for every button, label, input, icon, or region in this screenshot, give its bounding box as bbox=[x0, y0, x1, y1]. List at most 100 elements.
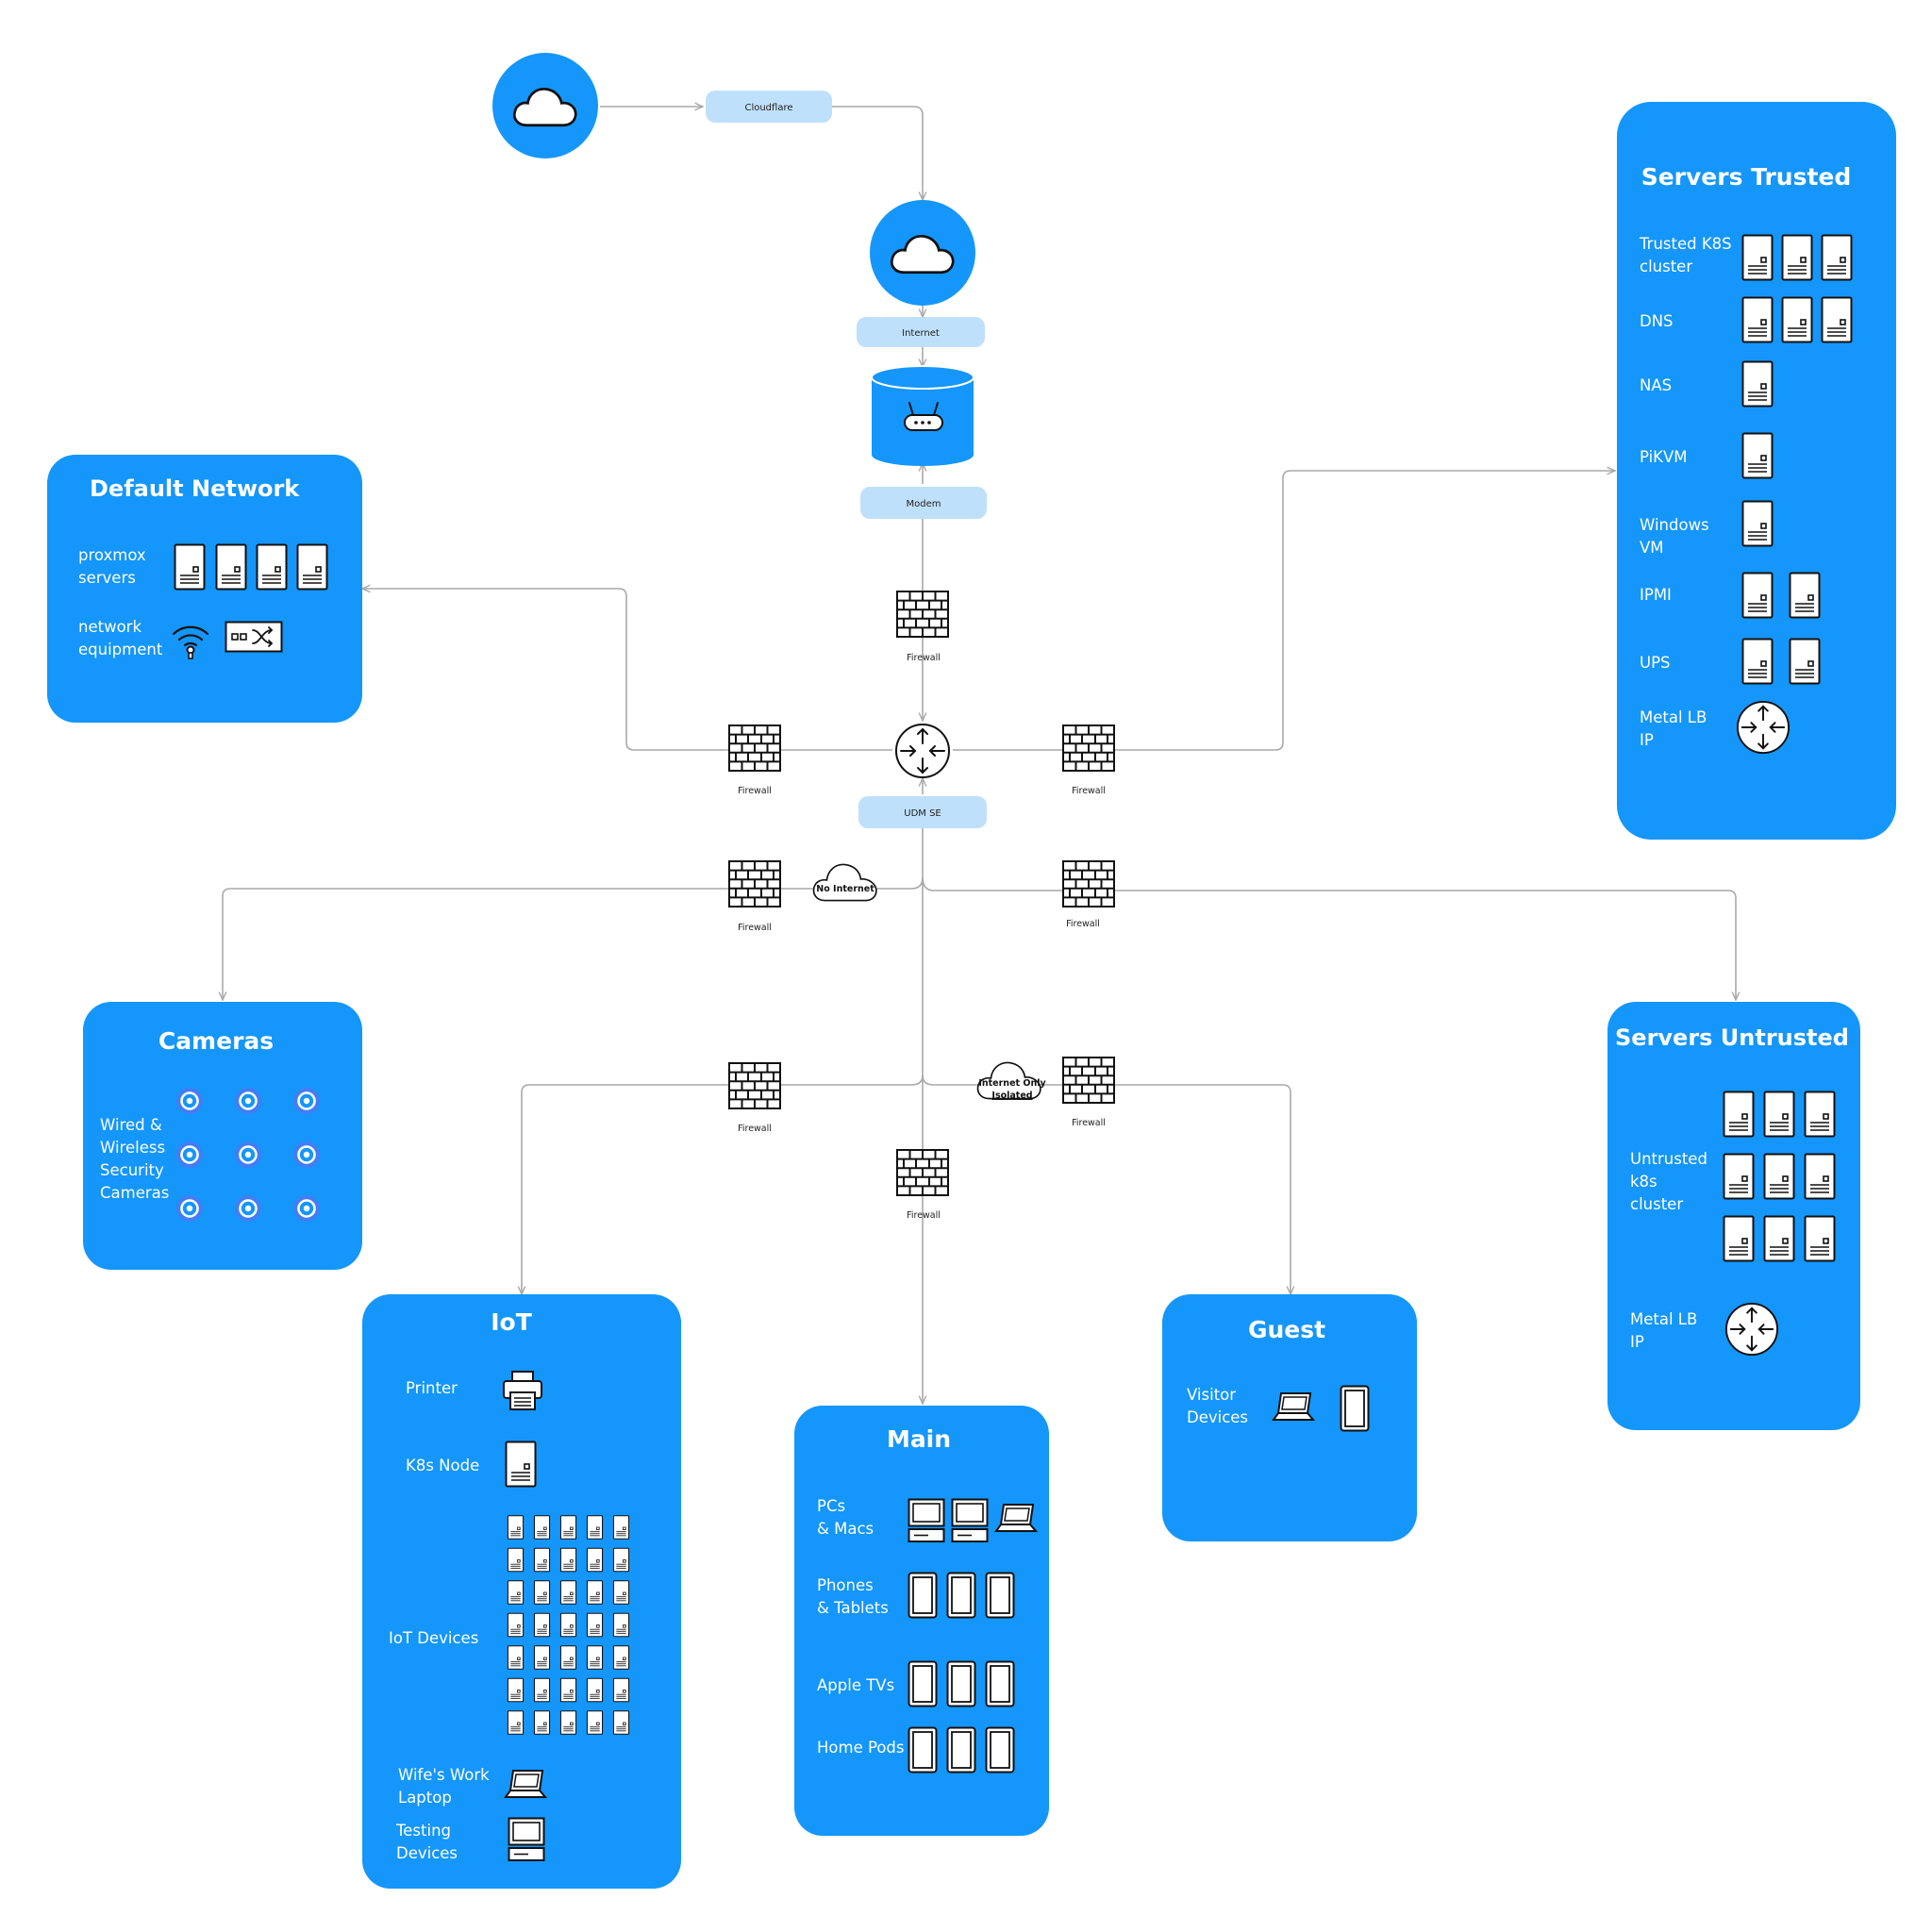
zone-title: Default Network bbox=[90, 475, 300, 502]
row-label: k8s bbox=[1630, 1173, 1657, 1191]
internet-only-label: Internet Only bbox=[978, 1078, 1046, 1089]
iot-device-icon bbox=[586, 1710, 604, 1735]
row-label: cluster bbox=[1630, 1195, 1683, 1213]
firewall-icon bbox=[1062, 860, 1115, 908]
zone-guest: Guest Visitor Devices bbox=[1162, 1294, 1417, 1541]
row-label: IP bbox=[1630, 1333, 1644, 1351]
server-icon bbox=[1821, 234, 1853, 281]
row-label: UPS bbox=[1640, 654, 1671, 672]
iot-device-icon bbox=[612, 1645, 630, 1670]
row-label: servers bbox=[78, 569, 136, 587]
row-label: Wife's Work bbox=[398, 1766, 490, 1784]
server-icon bbox=[1741, 432, 1774, 479]
row-label: VM bbox=[1640, 539, 1664, 557]
server-icon bbox=[256, 543, 288, 591]
iot-device-icon bbox=[612, 1612, 630, 1638]
tablet-icon bbox=[985, 1726, 1015, 1774]
row-label: IoT Devices bbox=[389, 1629, 478, 1647]
firewall-label: Firewall bbox=[907, 653, 941, 663]
cloudflare-pill: Cloudflare bbox=[706, 91, 832, 123]
firewall-icon bbox=[896, 1149, 949, 1196]
firewall-untrusted: Firewall bbox=[1062, 860, 1115, 929]
connectors bbox=[223, 107, 1736, 1404]
server-icon bbox=[1723, 1215, 1755, 1262]
firewall-trusted: Firewall bbox=[1062, 724, 1115, 796]
zone-servers-untrusted: Servers Untrusted Untrusted k8s cluster … bbox=[1607, 1002, 1860, 1430]
camera-icon bbox=[234, 1087, 262, 1115]
row-label: Phones bbox=[817, 1576, 874, 1594]
tablet-icon bbox=[946, 1660, 976, 1707]
server-icon bbox=[1804, 1091, 1836, 1138]
server-icon bbox=[1741, 572, 1774, 619]
tablet-icon bbox=[985, 1572, 1015, 1619]
internet-pill: Internet bbox=[857, 317, 985, 347]
iot-device-icon bbox=[533, 1580, 551, 1605]
tablet-icon bbox=[908, 1726, 938, 1774]
firewall-label: Firewall bbox=[1066, 919, 1100, 929]
iot-device-icon bbox=[559, 1580, 577, 1605]
tablet-icon bbox=[985, 1660, 1015, 1707]
server-icon bbox=[1821, 296, 1853, 343]
firewall-icon bbox=[728, 724, 781, 772]
tablet-icon bbox=[908, 1660, 938, 1707]
camera-icon bbox=[292, 1194, 321, 1223]
iot-device-icon bbox=[507, 1710, 525, 1735]
cloud-icon bbox=[812, 863, 877, 902]
modem-pill: Modem bbox=[860, 487, 987, 519]
router-icon bbox=[1736, 700, 1790, 755]
zone-servers-trusted: Servers Trusted Trusted K8S cluster DNS … bbox=[1617, 102, 1896, 840]
server-icon bbox=[1789, 638, 1821, 685]
link-to-untrusted bbox=[922, 876, 1736, 1000]
iot-device-icon bbox=[533, 1677, 551, 1703]
iot-device-icon bbox=[533, 1515, 551, 1540]
iot-device-icon bbox=[507, 1677, 525, 1703]
firewall-label: Firewall bbox=[738, 1124, 772, 1134]
camera-grid bbox=[175, 1087, 321, 1223]
camera-icon bbox=[234, 1141, 262, 1169]
row-label: DNS bbox=[1640, 312, 1674, 330]
modem-label: Modem bbox=[907, 499, 941, 509]
iot-device-icon bbox=[612, 1547, 630, 1573]
link-to-guest bbox=[922, 1074, 1291, 1294]
row-label: Windows bbox=[1640, 516, 1709, 534]
zone-default-network: Default Network proxmox servers network … bbox=[47, 455, 362, 723]
iot-device-icon bbox=[533, 1612, 551, 1638]
firewall-default: Firewall bbox=[728, 724, 781, 796]
iot-device-icon bbox=[533, 1547, 551, 1573]
server-icon bbox=[1763, 1091, 1795, 1138]
untrusted-server-grid bbox=[1723, 1091, 1836, 1262]
server-icon bbox=[1804, 1215, 1836, 1262]
desktop-icon bbox=[508, 1817, 545, 1861]
iot-device-icon bbox=[533, 1710, 551, 1735]
link-to-iot bbox=[522, 1074, 924, 1294]
row-label: Cameras bbox=[100, 1184, 169, 1202]
router-icon bbox=[1724, 1302, 1779, 1357]
cloudflare-label: Cloudflare bbox=[744, 103, 792, 113]
row-label: Printer bbox=[406, 1379, 458, 1397]
row-label: IPMI bbox=[1640, 586, 1672, 604]
zone-main: Main PCs & Macs Phones & Tablets Apple T… bbox=[794, 1406, 1049, 1836]
link-udm-to-default bbox=[362, 589, 892, 751]
firewall-icon bbox=[728, 860, 781, 908]
row-label: Testing bbox=[395, 1822, 451, 1840]
server-icon bbox=[1723, 1153, 1755, 1200]
internet-only-cloud: Internet Only Isolated bbox=[976, 1061, 1046, 1101]
iot-device-icon bbox=[586, 1515, 604, 1540]
row-label: equipment bbox=[78, 641, 163, 658]
iot-device-icon bbox=[559, 1677, 577, 1703]
no-internet-cloud: No Internet bbox=[812, 863, 877, 902]
server-icon bbox=[1741, 360, 1774, 408]
row-label: Metal LB bbox=[1630, 1310, 1697, 1328]
firewall-top: Firewall bbox=[896, 591, 949, 663]
firewall-icon bbox=[728, 1062, 781, 1109]
iot-device-icon bbox=[612, 1515, 630, 1540]
iot-device-icon bbox=[533, 1645, 551, 1670]
row-label: Wireless bbox=[100, 1139, 165, 1157]
row-label: & Tablets bbox=[817, 1599, 889, 1617]
modem-node bbox=[871, 365, 974, 466]
camera-icon bbox=[292, 1087, 321, 1115]
server-icon bbox=[1741, 234, 1774, 281]
firewall-icon bbox=[1062, 724, 1115, 772]
iot-device-icon bbox=[507, 1547, 525, 1573]
